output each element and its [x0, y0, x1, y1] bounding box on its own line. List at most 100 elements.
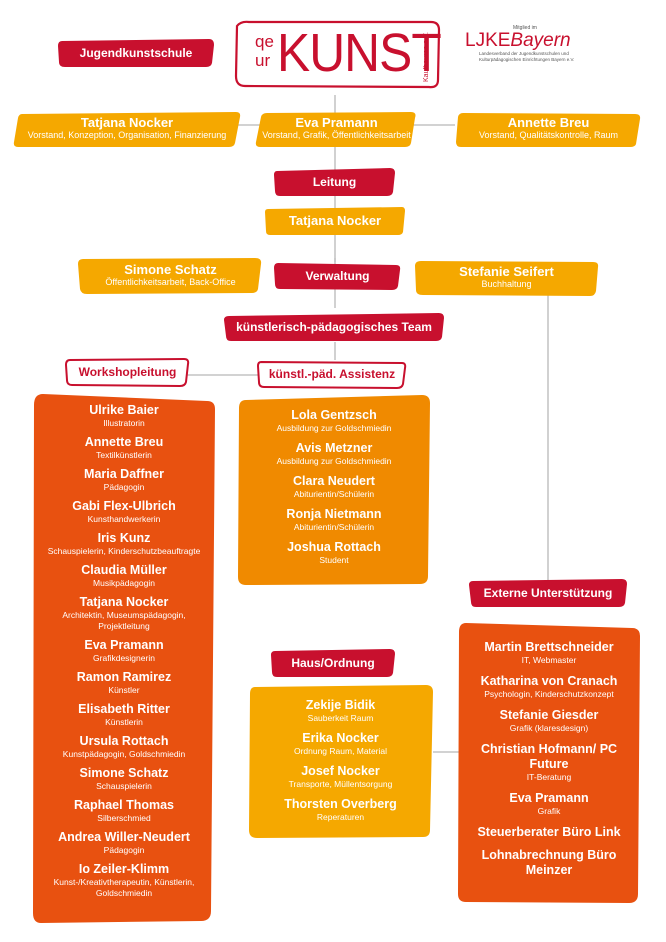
person-role: Kunst-/Kreativtherapeutin, Künstlerin, G… — [53, 877, 195, 898]
person-name: Raphael Thomas — [73, 798, 175, 812]
person-name: Annette Breu — [84, 435, 164, 449]
person-name: Stefanie Giesder — [499, 708, 599, 722]
person-entry: Lohnabrechnung Büro Meinzer — [474, 848, 624, 878]
person-role: Musikpädagogin — [93, 578, 155, 588]
person-role: Architektin, Museumspädagogin, Projektle… — [62, 610, 186, 631]
person-name: Josef Nocker — [301, 764, 380, 778]
person-name: Ulrike Baier — [89, 403, 159, 417]
person-role: Grafikdesignerin — [93, 653, 155, 663]
verwaltung-left-card: Simone Schatz Öffentlichkeitsarbeit, Bac… — [77, 257, 264, 295]
person-name: Joshua Rottach — [287, 540, 381, 554]
person-name: Maria Daffner — [84, 467, 164, 481]
verwaltung-label: Verwaltung — [273, 261, 402, 291]
person-name: Eva Pramann — [509, 791, 589, 805]
person-role: Psychologin, Kinderschutzkonzept — [484, 689, 614, 699]
person-role: Grafik — [537, 806, 561, 816]
person-role: Künstler — [108, 685, 140, 695]
person-role: Schauspielerin, Kinderschutzbeauftragte — [47, 546, 201, 556]
jugendkunstschule-label: Jugendkunstschule — [57, 38, 215, 68]
logo-prefix-bottom: ur — [255, 51, 271, 70]
person-entry: Steuerberater Büro Link — [474, 825, 624, 840]
person-role: Textilkünstlerin — [96, 450, 152, 460]
logo-frame: qe ur KUNST Kaufbeuren e.V. — [233, 20, 442, 90]
person-role: Ausbildung zur Goldschmiedin — [276, 423, 392, 433]
board-card-eva: Eva Pramann Vorstand, Grafik, Öffentlich… — [255, 111, 418, 148]
assistenz-label: künstl.-päd. Assistenz — [256, 360, 407, 390]
person-name: Lola Gentzsch — [291, 408, 377, 422]
logo-word: KUNST — [277, 23, 442, 83]
person-name: Katharina von Cranach — [480, 674, 618, 688]
person-name: Christian Hofmann/ PC Future — [480, 742, 618, 771]
person-name: Iris Kunz — [97, 531, 151, 545]
person-role: Künstlerin — [105, 717, 143, 727]
person-role: Student — [319, 555, 349, 565]
person-name: Ramon Ramirez — [76, 670, 172, 684]
person-name: Lohnabrechnung Büro Meinzer — [481, 848, 617, 877]
ljke-logo: Mitglied im LJKEBayern Landesverband der… — [465, 25, 575, 62]
person-role: IT, Webmaster — [521, 655, 577, 665]
person-role: Kunsthandwerkerin — [87, 514, 161, 524]
person-role: IT-Beratung — [526, 772, 572, 782]
person-role: Kunstpädagogin, Goldschmiedin — [62, 749, 186, 759]
extern-label: Externe Unterstützung — [468, 578, 628, 608]
person-name: Andrea Willer-Neudert — [58, 830, 190, 844]
person-name: Ronja Nietmann — [286, 507, 382, 521]
leitung-card: Tatjana Nocker — [264, 206, 406, 236]
team-label: künstlerisch-pädagogisches Team — [223, 312, 445, 342]
person-role: Ausbildung zur Goldschmiedin — [276, 456, 392, 466]
person-role: Schauspielerin — [96, 781, 152, 791]
person-name: Tatjana Nocker — [79, 595, 169, 609]
person-role: Abiturientin/Schülerin — [293, 489, 375, 499]
person-role: Pädagogin — [103, 845, 145, 855]
logo-side: Kaufbeuren e.V. — [423, 32, 430, 82]
person-name: Simone Schatz — [79, 766, 169, 780]
person-name: Martin Brettschneider — [484, 640, 614, 654]
person-role: Ordnung Raum, Material — [293, 746, 388, 756]
person-role: Silberschmied — [97, 813, 151, 823]
leitung-label: Leitung — [273, 167, 396, 197]
person-role: Grafik (klaresdesign) — [509, 723, 589, 733]
person-name: Io Zeiler-Klimm — [78, 862, 170, 876]
person-name: Erika Nocker — [302, 731, 379, 745]
person-name: Elisabeth Ritter — [78, 702, 170, 716]
person-name: Gabi Flex-Ulbrich — [72, 499, 176, 513]
logo-prefix-top: qe — [255, 32, 274, 51]
person-role: Reperaturen — [316, 812, 365, 822]
person-role: Transporte, Müllentsorgung — [288, 779, 393, 789]
person-role: Illustratorin — [103, 418, 145, 428]
person-name: Avis Metzner — [295, 441, 373, 455]
person-name: Eva Pramann — [84, 638, 164, 652]
